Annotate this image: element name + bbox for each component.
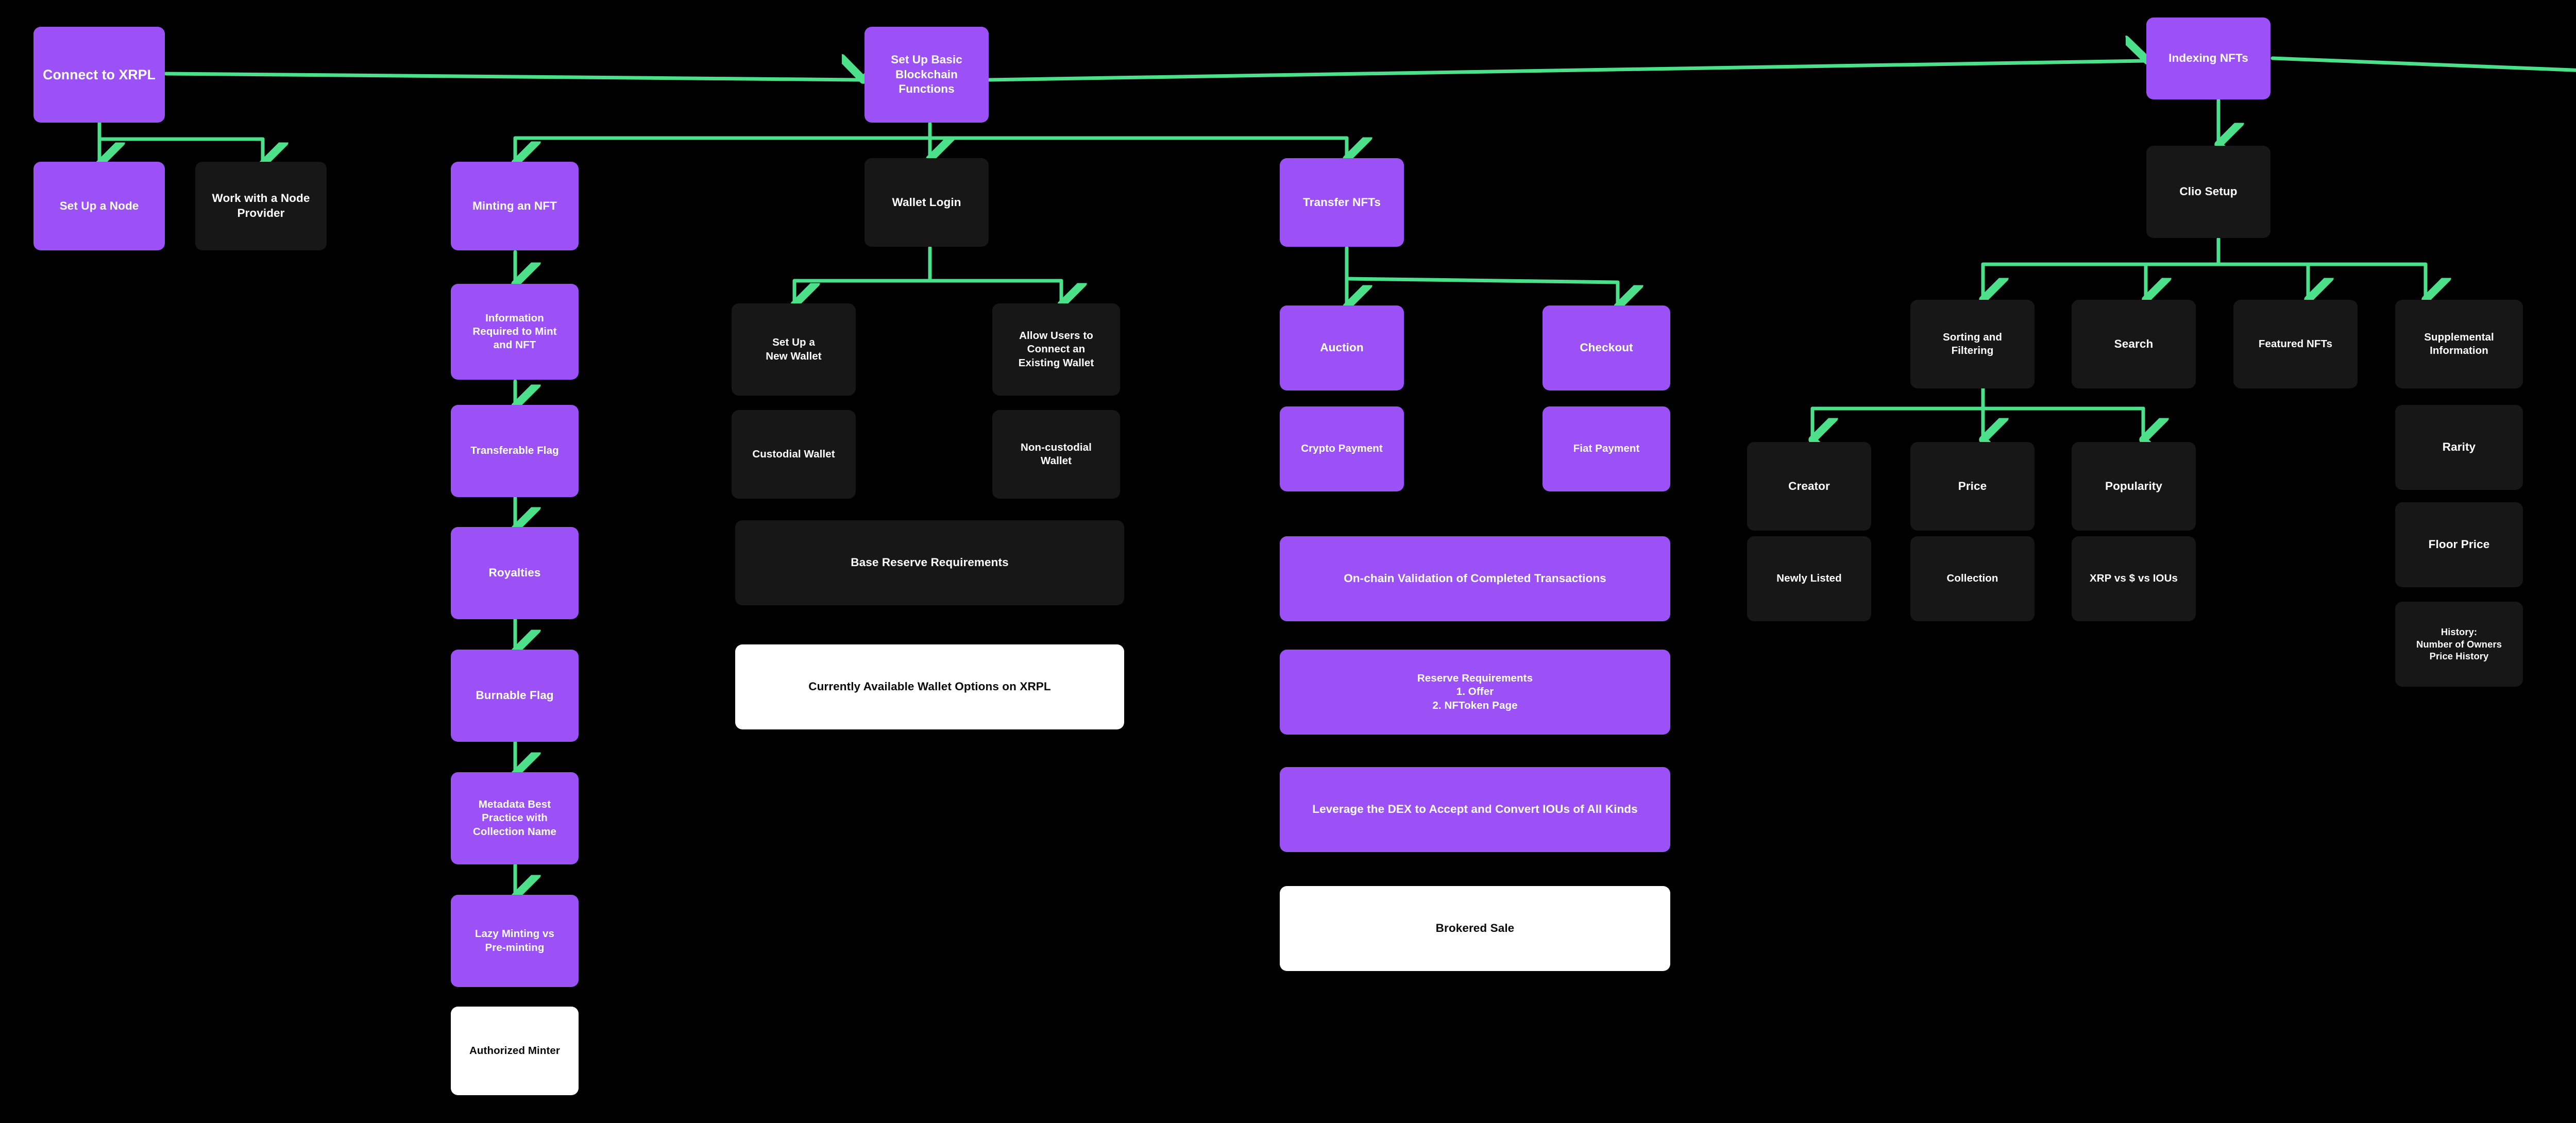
node-royalties[interactable]: Royalties xyxy=(451,527,579,619)
node-label: Work with a Node Provider xyxy=(212,192,310,219)
node-fiat-payment[interactable]: Fiat Payment xyxy=(1543,406,1670,491)
node-set-up-basic-blockchain-functions[interactable]: Set Up Basic Blockchain Functions xyxy=(865,27,989,123)
node-label: Set Up a New Wallet xyxy=(766,336,822,362)
node-label: Fiat Payment xyxy=(1573,443,1640,455)
node-label: Wallet Login xyxy=(892,195,961,209)
node-label: Checkout xyxy=(1580,341,1633,354)
node-indexing-nfts[interactable]: Indexing NFTs xyxy=(2146,18,2270,99)
node-minting-an-nft[interactable]: Minting an NFT xyxy=(451,162,579,250)
node-crypto-payment[interactable]: Crypto Payment xyxy=(1280,406,1404,491)
node-label: Creator xyxy=(1788,479,1830,492)
node-leverage-the-dex[interactable]: Leverage the DEX to Accept and Convert I… xyxy=(1280,767,1670,852)
node-transferable-flag[interactable]: Transferable Flag xyxy=(451,405,579,497)
node-work-with-a-node-provider[interactable]: Work with a Node Provider xyxy=(195,162,327,250)
node-label: Set Up a Node xyxy=(59,199,139,212)
node-reserve-requirements[interactable]: Reserve Requirements 1. Offer 2. NFToken… xyxy=(1280,650,1670,735)
node-label: Brokered Sale xyxy=(1435,922,1515,935)
node-search[interactable]: Search xyxy=(2072,300,2196,388)
node-label: Featured NFTs xyxy=(2258,337,2333,350)
edge-indexing-to-caching xyxy=(2270,56,2576,72)
edge-connect-to-setup xyxy=(164,74,861,80)
node-newly-listed[interactable]: Newly Listed xyxy=(1747,536,1871,621)
node-label: Custodial Wallet xyxy=(752,448,835,460)
node-sorting-and-filtering[interactable]: Sorting and Filtering xyxy=(1910,300,2035,388)
node-label: Search xyxy=(2114,337,2154,350)
node-collection[interactable]: Collection xyxy=(1910,536,2035,621)
node-label: Set Up Basic Blockchain Functions xyxy=(891,53,962,96)
node-auction[interactable]: Auction xyxy=(1280,305,1404,390)
node-label: Newly Listed xyxy=(1776,572,1842,585)
node-non-custodial-wallet[interactable]: Non-custodial Wallet xyxy=(992,410,1120,499)
node-wallet-login[interactable]: Wallet Login xyxy=(865,158,989,247)
node-label: Connect to XRPL xyxy=(43,66,156,82)
node-clio-setup[interactable]: Clio Setup xyxy=(2146,146,2270,238)
node-authorized-minter[interactable]: Authorized Minter xyxy=(451,1007,579,1095)
node-label: Clio Setup xyxy=(2179,185,2238,198)
node-label: Sorting and Filtering xyxy=(1943,331,2002,356)
node-label: Floor Price xyxy=(2428,538,2490,551)
node-label: Burnable Flag xyxy=(476,689,554,702)
node-allow-users-to-connect-an-existing-wallet[interactable]: Allow Users to Connect an Existing Walle… xyxy=(992,303,1120,396)
node-label: Royalties xyxy=(488,566,541,580)
node-label: Allow Users to Connect an Existing Walle… xyxy=(1018,330,1094,369)
node-popularity[interactable]: Popularity xyxy=(2072,442,2196,531)
node-base-reserve-requirements[interactable]: Base Reserve Requirements xyxy=(735,520,1124,605)
node-currently-available-wallet-options-on-xrpl[interactable]: Currently Available Wallet Options on XR… xyxy=(735,644,1124,729)
node-metadata-best-practice-with-collection-name[interactable]: Metadata Best Practice with Collection N… xyxy=(451,772,579,864)
node-label: Indexing NFTs xyxy=(2168,52,2248,65)
node-information-required-to-mint-and-nft[interactable]: Information Required to Mint and NFT xyxy=(451,284,579,380)
node-burnable-flag[interactable]: Burnable Flag xyxy=(451,650,579,742)
node-label: Auction xyxy=(1320,341,1364,354)
edge-transfer-bus xyxy=(1345,277,1620,284)
node-label: Price xyxy=(1958,479,1987,492)
node-label: Base Reserve Requirements xyxy=(851,556,1009,569)
node-label: Rarity xyxy=(2442,440,2476,454)
node-label: Currently Available Wallet Options on XR… xyxy=(808,680,1051,693)
node-xrp-vs-dollar-vs-ious[interactable]: XRP vs $ vs IOUs xyxy=(2072,536,2196,621)
node-featured-nfts[interactable]: Featured NFTs xyxy=(2233,300,2358,388)
node-label: Information Required to Mint and NFT xyxy=(472,312,557,351)
node-set-up-a-node[interactable]: Set Up a Node xyxy=(33,162,165,250)
node-label: Non-custodial Wallet xyxy=(1021,441,1092,467)
node-label: Supplemental Information xyxy=(2424,331,2494,356)
node-floor-price[interactable]: Floor Price xyxy=(2395,502,2523,587)
node-label: Leverage the DEX to Accept and Convert I… xyxy=(1312,803,1638,816)
node-label: XRP vs $ vs IOUs xyxy=(2089,572,2178,585)
node-set-up-a-new-wallet[interactable]: Set Up a New Wallet xyxy=(732,303,856,396)
node-transfer-nfts[interactable]: Transfer NFTs xyxy=(1280,158,1404,247)
node-label: History: Number of Owners Price History xyxy=(2416,626,2502,662)
node-label: Minting an NFT xyxy=(472,199,557,212)
edge-setup-to-indexing xyxy=(987,61,2146,82)
node-checkout[interactable]: Checkout xyxy=(1543,305,1670,390)
node-label: Lazy Minting vs Pre-minting xyxy=(474,928,555,954)
node-lazy-minting-vs-pre-minting[interactable]: Lazy Minting vs Pre-minting xyxy=(451,895,579,987)
node-supplemental-information[interactable]: Supplemental Information xyxy=(2395,300,2523,388)
node-price[interactable]: Price xyxy=(1910,442,2035,531)
node-creator[interactable]: Creator xyxy=(1747,442,1871,531)
node-label: Transferable Flag xyxy=(470,445,559,457)
node-rarity[interactable]: Rarity xyxy=(2395,405,2523,490)
node-label: Crypto Payment xyxy=(1301,443,1383,455)
node-label: Authorized Minter xyxy=(469,1044,560,1057)
node-label: Transfer NFTs xyxy=(1303,195,1381,209)
node-label: On-chain Validation of Completed Transac… xyxy=(1344,572,1606,585)
node-label: Reserve Requirements 1. Offer 2. NFToken… xyxy=(1417,672,1533,711)
node-label: Metadata Best Practice with Collection N… xyxy=(472,798,557,838)
node-label: Collection xyxy=(1946,572,1998,585)
node-history-number-of-owners-price-history[interactable]: History: Number of Owners Price History xyxy=(2395,602,2523,687)
node-on-chain-validation-of-completed-transactions[interactable]: On-chain Validation of Completed Transac… xyxy=(1280,536,1670,621)
node-brokered-sale[interactable]: Brokered Sale xyxy=(1280,886,1670,971)
node-connect-to-xrpl[interactable]: Connect to XRPL xyxy=(33,27,165,123)
node-label: Popularity xyxy=(2105,479,2163,492)
node-custodial-wallet[interactable]: Custodial Wallet xyxy=(732,410,856,499)
